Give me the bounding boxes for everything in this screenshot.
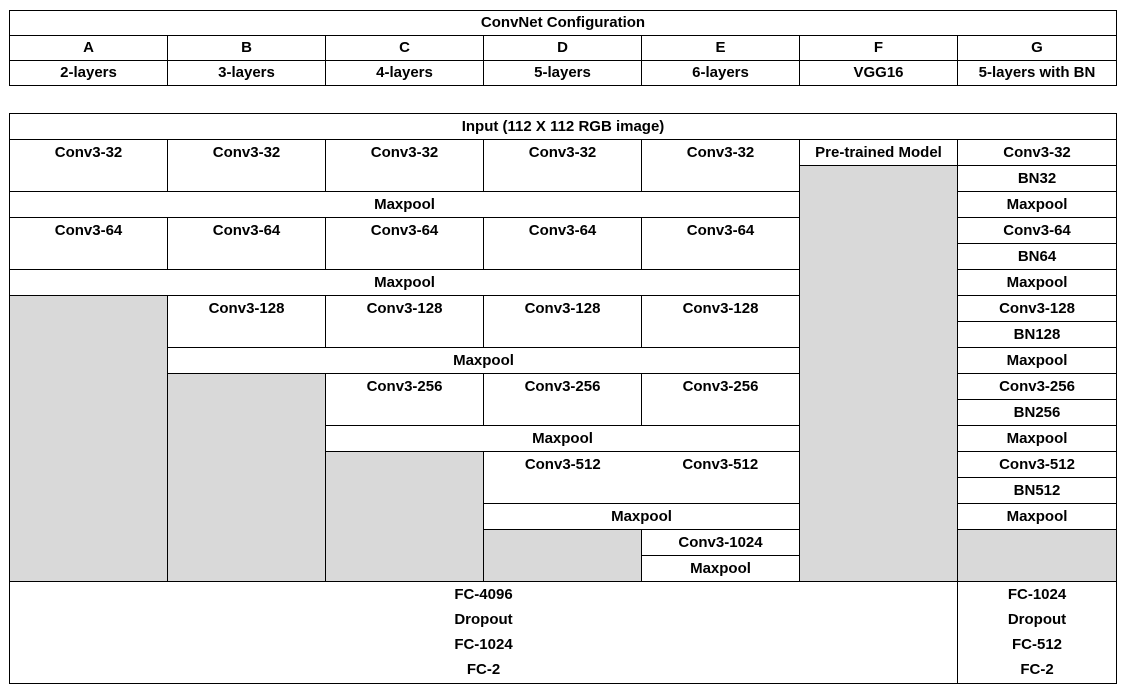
config-letter-g: G <box>957 35 1117 61</box>
maxpool-2-g: Maxpool <box>956 269 1118 296</box>
config-letter-f: F <box>799 35 958 61</box>
conv512-g: Conv3-512 <box>956 451 1118 478</box>
fc-main-1: FC-4096 <box>454 586 513 603</box>
conv128-b: Conv3-128 <box>167 295 326 348</box>
config-depth-b: 3-layers <box>167 60 326 86</box>
config-letter-b: B <box>167 35 326 61</box>
conv64-g: Conv3-64 <box>956 217 1118 244</box>
config-depth-g: 5-layers with BN <box>957 60 1117 86</box>
bn512-g: BN512 <box>956 477 1118 504</box>
fc-main-4: FC-2 <box>466 661 501 678</box>
config-table: ConvNet Configuration A B C D E F G 2-la… <box>9 10 1117 86</box>
config-title: ConvNet Configuration <box>9 10 1117 36</box>
conv256-c: Conv3-256 <box>325 373 484 426</box>
conv128-d: Conv3-128 <box>483 295 642 348</box>
conv64-c: Conv3-64 <box>325 217 484 270</box>
maxpool-5: Maxpool <box>483 503 800 530</box>
fc-g-2: Dropout <box>1007 611 1067 628</box>
fc-g-4: FC-2 <box>1020 661 1054 678</box>
empty-a <box>9 295 168 582</box>
conv64-e: Conv3-64 <box>641 217 800 270</box>
bn64-g: BN64 <box>956 243 1118 270</box>
maxpool-5-g: Maxpool <box>956 503 1118 530</box>
config-letter-e: E <box>641 35 800 61</box>
conv64-d: Conv3-64 <box>483 217 642 270</box>
maxpool-4: Maxpool <box>325 425 800 452</box>
pretrained-block <box>799 165 958 582</box>
conv128-e: Conv3-128 <box>641 295 800 348</box>
fc-main-3: FC-1024 <box>454 636 513 653</box>
conv512-d: Conv3-512 <box>483 451 642 504</box>
config-letter-a: A <box>9 35 168 61</box>
fc-g-3: FC-512 <box>1012 636 1063 653</box>
conv32-b: Conv3-32 <box>167 139 326 192</box>
maxpool-6-e: Maxpool <box>641 555 800 582</box>
conv64-a: Conv3-64 <box>9 217 168 270</box>
conv32-c: Conv3-32 <box>325 139 484 192</box>
conv128-c: Conv3-128 <box>325 295 484 348</box>
maxpool-3-g: Maxpool <box>956 347 1118 374</box>
empty-d <box>483 529 642 582</box>
empty-g <box>956 529 1118 582</box>
conv256-g: Conv3-256 <box>956 373 1118 400</box>
config-letter-c: C <box>325 35 484 61</box>
maxpool-2: Maxpool <box>9 269 800 296</box>
conv64-b: Conv3-64 <box>167 217 326 270</box>
config-depth-f: VGG16 <box>799 60 958 86</box>
conv256-e: Conv3-256 <box>641 373 800 426</box>
empty-b <box>167 373 326 582</box>
conv32-d: Conv3-32 <box>483 139 642 192</box>
conv1024-e: Conv3-1024 <box>641 529 800 556</box>
maxpool-1-g: Maxpool <box>956 191 1118 218</box>
fc-main-2: Dropout <box>454 611 513 628</box>
config-depth-d: 5-layers <box>483 60 642 86</box>
config-depth-a: 2-layers <box>9 60 168 86</box>
architecture-table: Input (112 X 112 RGB image) Conv3-32 Con… <box>8 113 1118 684</box>
config-letter-d: D <box>483 35 642 61</box>
conv128-g: Conv3-128 <box>956 295 1118 322</box>
conv32-e: Conv3-32 <box>641 139 800 192</box>
conv32-a: Conv3-32 <box>9 139 168 192</box>
maxpool-4-g: Maxpool <box>956 425 1118 452</box>
fc-main: FC-4096 Dropout FC-1024 FC-2 <box>9 581 958 684</box>
bn256-g: BN256 <box>956 399 1118 426</box>
config-depth-c: 4-layers <box>325 60 484 86</box>
bn128-g: BN128 <box>956 321 1118 348</box>
maxpool-3: Maxpool <box>167 347 800 374</box>
conv256-d: Conv3-256 <box>483 373 642 426</box>
pretrained-label: Pre-trained Model <box>799 139 958 166</box>
maxpool-1: Maxpool <box>9 191 800 218</box>
config-depth-e: 6-layers <box>641 60 800 86</box>
fc-g: FC-1024 Dropout FC-512 FC-2 <box>956 581 1118 684</box>
input-cell: Input (112 X 112 RGB image) <box>8 113 1118 140</box>
fc-g-1: FC-1024 <box>1007 586 1067 603</box>
bn32-g: BN32 <box>956 165 1118 192</box>
conv512-e: Conv3-512 <box>641 451 800 504</box>
empty-c <box>325 451 484 582</box>
conv32-g: Conv3-32 <box>956 139 1118 166</box>
